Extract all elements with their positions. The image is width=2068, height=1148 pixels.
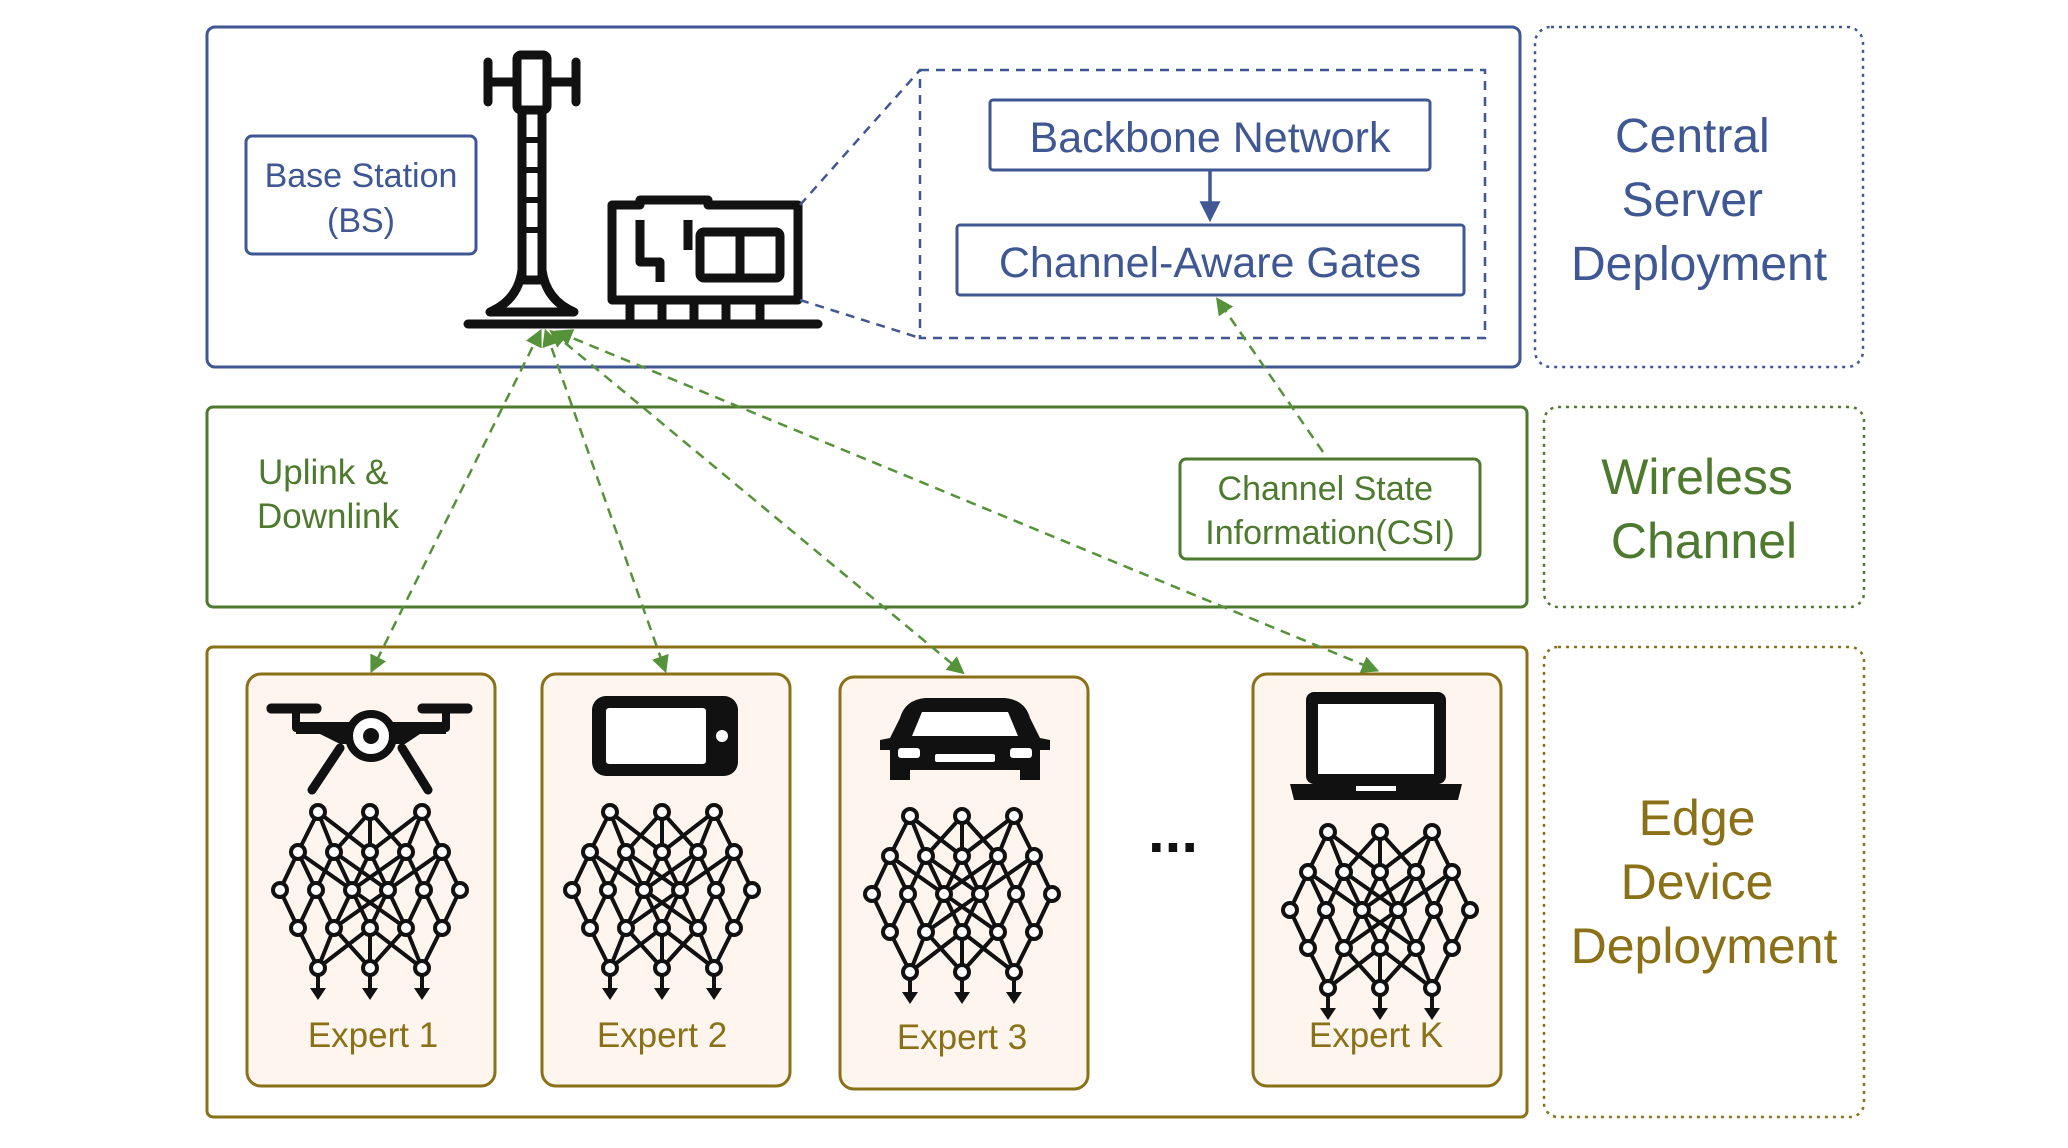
central-server-side-panel: [1533, 25, 1865, 369]
expert-label: Expert K: [1309, 1016, 1443, 1055]
car-icon: [880, 698, 1050, 780]
laptop-icon: [1290, 692, 1462, 800]
drone-icon: [266, 703, 473, 795]
backbone-network-label: Backbone Network: [1030, 114, 1391, 162]
base-station-abbrev: (BS): [327, 202, 395, 240]
uplink-downlink-label: Uplink & Downlink: [257, 453, 399, 536]
link-arrow-expert-1: [370, 328, 542, 674]
zoom-line-top: [799, 69, 921, 206]
zoom-line-bottom: [799, 298, 921, 340]
server-board-icon: [607, 195, 803, 322]
link-arrow-expert-3: [549, 329, 965, 675]
link-arrow-expert-2: [542, 328, 669, 674]
wireless-channel-side-panel: [1542, 405, 1866, 609]
smartphone-icon: [592, 696, 738, 776]
expert-label: Expert 2: [597, 1016, 727, 1055]
wireless-channel-side-label: Wireless Channel: [1601, 449, 1807, 569]
csi-label: Channel State Information(CSI): [1205, 470, 1454, 552]
backbone-zoom-box: [918, 68, 1487, 340]
central-server-panel: [205, 25, 1522, 369]
base-station-label-box: [244, 134, 478, 256]
csi-to-gates-arrow: [1216, 297, 1325, 453]
wireless-links: [370, 297, 1380, 675]
base-station-label: Base Station: [265, 157, 458, 195]
more-experts-ellipsis: ...: [1148, 798, 1198, 865]
central-server-side-label: Central Server Deployment: [1571, 110, 1827, 291]
expert-label: Expert 3: [897, 1018, 1027, 1057]
channel-aware-gates-box: [955, 223, 1466, 297]
edge-device-side-panel: [1542, 645, 1866, 1119]
edge-device-side-label: Edge Device Deployment: [1571, 790, 1838, 974]
channel-aware-gates-label: Channel-Aware Gates: [999, 239, 1421, 287]
expert-label: Expert 1: [308, 1016, 438, 1055]
cell-tower-icon: [463, 50, 823, 329]
link-arrow-expert-k: [554, 329, 1380, 673]
